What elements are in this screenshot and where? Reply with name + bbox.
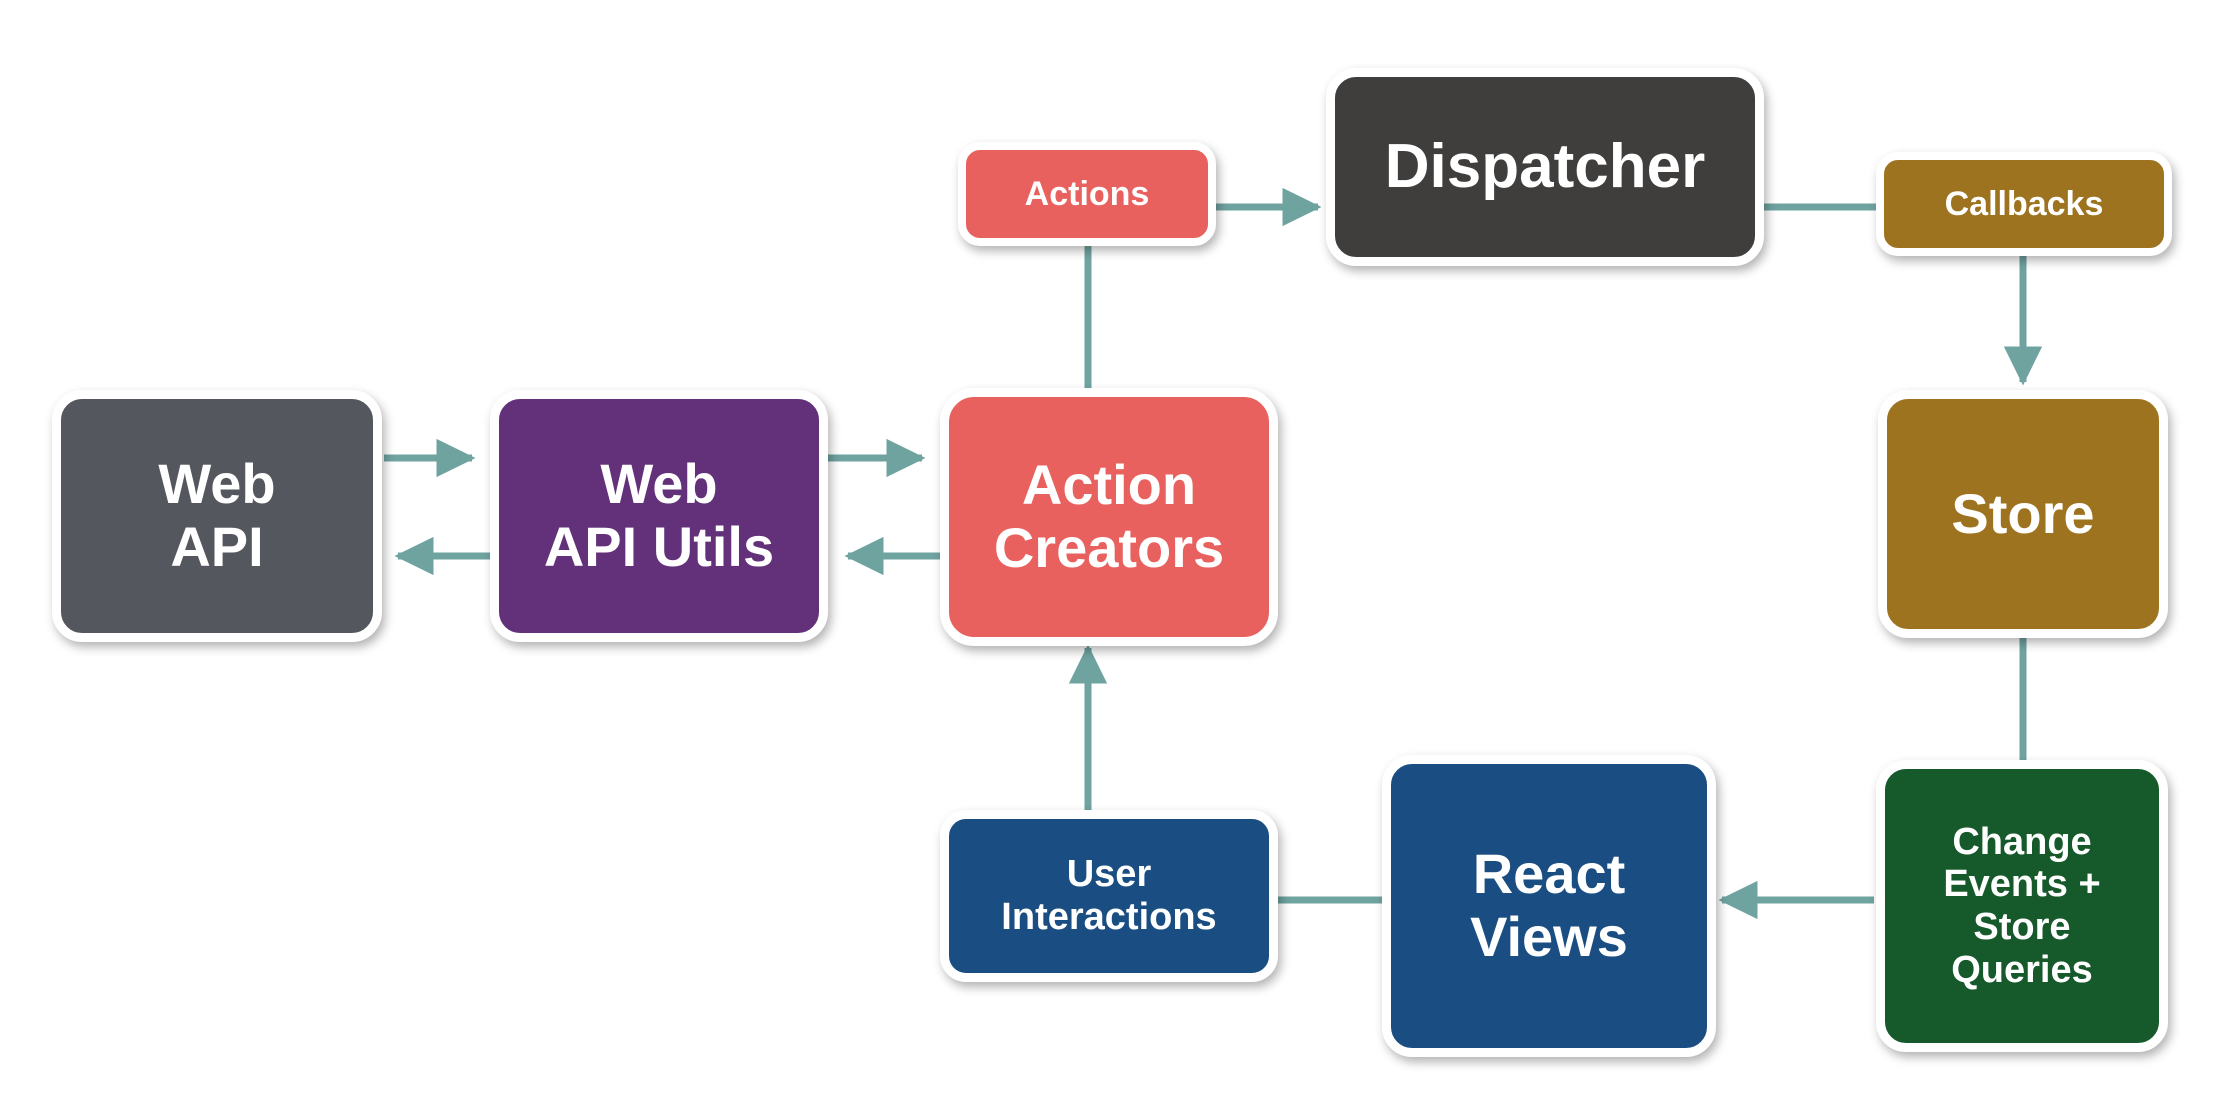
node-callbacks[interactable]: Callbacks	[1876, 152, 2172, 256]
node-dispatcher[interactable]: Dispatcher	[1326, 68, 1764, 266]
node-web-api-utils-label: Web API Utils	[543, 452, 775, 578]
node-action-creators-label: Action Creators	[993, 453, 1225, 579]
node-dispatcher-label: Dispatcher	[1384, 132, 1706, 202]
node-react-views[interactable]: React Views	[1382, 755, 1716, 1057]
node-web-api-utils[interactable]: Web API Utils	[490, 390, 828, 642]
node-user-interactions[interactable]: User Interactions	[940, 810, 1278, 982]
node-store[interactable]: Store	[1878, 390, 2168, 638]
node-actions[interactable]: Actions	[958, 142, 1216, 246]
node-react-views-label: React Views	[1470, 842, 1628, 968]
node-action-creators[interactable]: Action Creators	[940, 388, 1278, 646]
node-change-events-store-queries[interactable]: Change Events + Store Queries	[1876, 760, 2168, 1052]
node-change-events-store-queries-label: Change Events + Store Queries	[1943, 820, 2101, 991]
node-store-label: Store	[1951, 481, 2095, 545]
node-actions-label: Actions	[1024, 174, 1150, 213]
node-web-api-label: Web API	[158, 452, 276, 578]
node-callbacks-label: Callbacks	[1944, 184, 2104, 223]
node-user-interactions-label: User Interactions	[1001, 853, 1217, 938]
node-web-api[interactable]: Web API	[52, 390, 382, 642]
